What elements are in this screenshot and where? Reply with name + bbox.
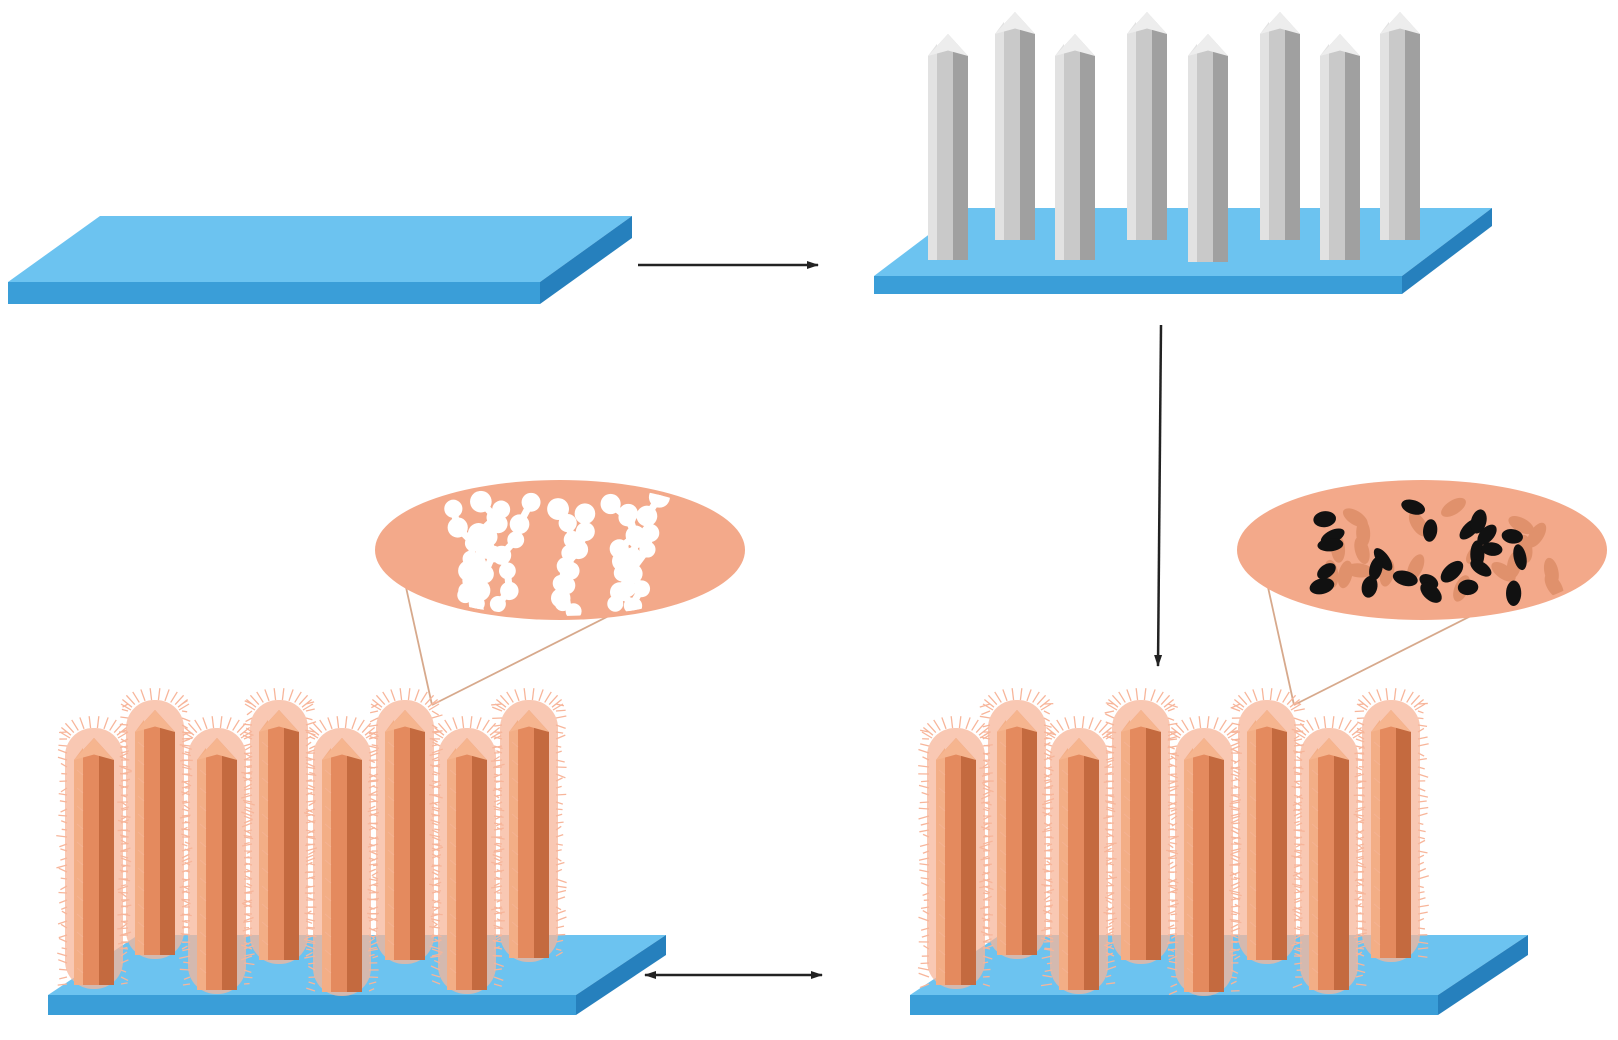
gray-nanorod-6 [1260,12,1300,241]
gray-nanorod-2 [995,12,1035,241]
copper-nanorods-dark-particles-panel [910,480,1607,1015]
zoom-inset [1237,480,1607,620]
gray-nanorod-3 [1055,34,1095,261]
copper-nanorod-1 [917,716,994,989]
copper-nanorod-2 [117,688,193,959]
copper-nanorod-5 [1166,716,1242,996]
gray-nanorod-1 [928,34,968,261]
copper-nanorod-6 [367,688,444,964]
copper-nanorod-4 [1103,688,1180,964]
copper-nanorod-8 [490,688,567,962]
white-particle-chains [444,486,670,616]
gray-nanorod-8 [1380,12,1420,241]
copper-nanorod-3 [1040,716,1118,994]
copper-nanorod-1 [56,716,132,989]
copper-nanorod-7 [1291,716,1368,994]
arrow-down [1154,324,1163,667]
copper-nanorod-8 [1353,688,1429,962]
gray-nanorod-4 [1127,12,1167,241]
substrate [8,216,632,304]
gray-nanorod-7 [1320,34,1360,261]
copper-nanorods-white-particles-panel [48,480,745,1015]
faded-particles [1324,497,1564,602]
copper-nanorod-2 [979,688,1055,959]
dark-particle-clusters [1309,499,1527,606]
copper-nanorod-4 [240,688,318,964]
copper-nanorod-6 [1228,688,1305,964]
zoom-inset [375,480,745,620]
copper-nanorod-3 [179,716,255,994]
gray-nanorod-5 [1188,34,1228,263]
bare-substrate [8,216,632,304]
gray-nanorods-panel [874,12,1492,294]
copper-nanorod-7 [429,716,505,994]
copper-nanorod-5 [303,716,380,996]
